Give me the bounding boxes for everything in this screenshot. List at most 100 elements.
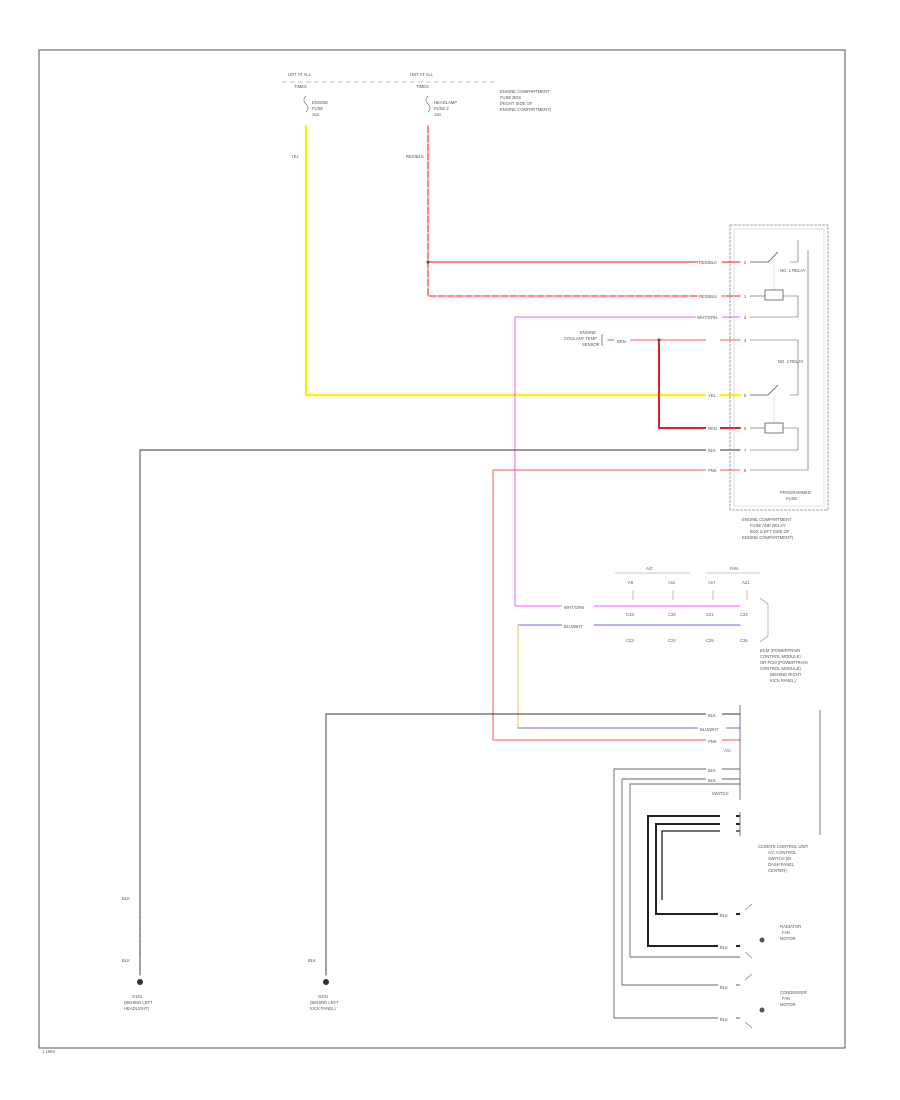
svg-text:FUSE: FUSE — [312, 106, 323, 111]
svg-text:BLK: BLK — [720, 945, 728, 950]
svg-text:C26: C26 — [740, 638, 748, 643]
svg-text:HEADLIGHT): HEADLIGHT) — [124, 1006, 150, 1011]
engine-fuse: ENGINE FUSE 10A — [303, 95, 328, 117]
svg-text:15A: 15A — [434, 112, 442, 117]
svg-text:FUSE 2: FUSE 2 — [434, 106, 449, 111]
svg-text:SENSOR: SENSOR — [582, 342, 600, 347]
wire-red-blk — [427, 125, 741, 297]
svg-text:WHT/GRN: WHT/GRN — [564, 605, 584, 610]
svg-text:HOT AT ALL: HOT AT ALL — [410, 72, 434, 77]
headlamp-fuse: HEADLAMP FUSE 2 15A — [425, 95, 457, 117]
svg-text:C22: C22 — [740, 612, 748, 617]
wire-sensor-drop — [658, 339, 741, 429]
svg-text:NO. 1 RELAY: NO. 1 RELAY — [780, 268, 806, 273]
condenser-fan-motor: BLK BLK CONDENSER FAN MOTOR — [718, 973, 807, 1029]
svg-text:TIMES: TIMES — [294, 84, 307, 89]
svg-text:RADIATOR: RADIATOR — [780, 924, 801, 929]
svg-text:BLK: BLK — [708, 778, 716, 783]
svg-text:C23: C23 — [626, 638, 634, 643]
svg-text:ENGINE COMPARTMENT: ENGINE COMPARTMENT — [500, 89, 550, 94]
svg-text:MOTOR: MOTOR — [780, 936, 796, 941]
svg-text:SWITCH: SWITCH — [712, 791, 729, 796]
svg-text:C21: C21 — [706, 612, 714, 617]
svg-text:A9: A9 — [628, 580, 634, 585]
svg-text:A/C: A/C — [646, 566, 653, 571]
svg-text:ECM (POWERTRAIN: ECM (POWERTRAIN — [760, 648, 800, 653]
svg-text:BLK: BLK — [720, 985, 728, 990]
svg-text:(BEHIND LEFT: (BEHIND LEFT — [124, 1000, 153, 1005]
svg-text:BRN: BRN — [617, 339, 626, 344]
svg-text:ENGINE COMPARTMENT): ENGINE COMPARTMENT) — [742, 535, 794, 540]
svg-text:SWITCH (IN: SWITCH (IN — [768, 856, 791, 861]
svg-text:WHT/GRN: WHT/GRN — [697, 315, 717, 320]
svg-text:ENGINE: ENGINE — [312, 100, 328, 105]
svg-text:6: 6 — [744, 426, 747, 431]
fuse-box: HOT AT ALL TIMES HOT AT ALL TIMES ENGINE… — [282, 72, 552, 117]
svg-text:A17: A17 — [708, 580, 716, 585]
svg-text:10A: 10A — [312, 112, 320, 117]
svg-text:A/C CONTROL: A/C CONTROL — [768, 850, 797, 855]
svg-text:(RIGHT SIDE OF: (RIGHT SIDE OF — [500, 101, 533, 106]
svg-text:G101: G101 — [132, 994, 143, 999]
svg-text:NO. 2 RELAY: NO. 2 RELAY — [778, 359, 804, 364]
svg-text:COOLANT TEMP: COOLANT TEMP — [564, 336, 597, 341]
svg-text:C20: C20 — [668, 612, 676, 617]
svg-text:DASH PANEL: DASH PANEL — [768, 862, 795, 867]
svg-text:RED/BLK: RED/BLK — [406, 154, 424, 159]
svg-text:BLU/WHT: BLU/WHT — [700, 727, 719, 732]
svg-text:C19: C19 — [626, 612, 634, 617]
svg-text:BLU/WHT: BLU/WHT — [564, 624, 583, 629]
radiator-fan-motor: BLK BLK RADIATOR FAN MOTOR — [718, 903, 801, 959]
svg-text:A/C: A/C — [724, 748, 731, 753]
diagram-frame — [38, 49, 846, 1049]
climate-control-unit: BLK BLU/WHT PNK A/C BLK BLK SWITCH — [613, 705, 821, 1019]
svg-text:ENGINE COMPARTMENT): ENGINE COMPARTMENT) — [500, 107, 552, 112]
svg-text:HOT AT ALL: HOT AT ALL — [288, 72, 312, 77]
svg-text:(BEHIND LEFT: (BEHIND LEFT — [310, 1000, 339, 1005]
svg-text:CONTROL MODULE): CONTROL MODULE) — [760, 654, 801, 659]
ground-g201: BLK G201 (BEHIND LEFT KICK PANEL) — [308, 958, 339, 1011]
svg-text:CONTROL MODULE): CONTROL MODULE) — [760, 666, 801, 671]
svg-text:KICK PANEL): KICK PANEL) — [770, 678, 796, 683]
relay-wire-labels: RED/BLK RED/BLK WHT/GRN BRN YEL RED BLK … — [696, 258, 747, 473]
svg-text:3: 3 — [744, 315, 747, 320]
svg-text:C24: C24 — [668, 638, 676, 643]
svg-text:FAN: FAN — [782, 930, 790, 935]
ground-g101: BLK BLK G101 (BEHIND LEFT HEADLIGHT) — [122, 896, 153, 1011]
svg-text:HEADLAMP: HEADLAMP — [434, 100, 457, 105]
svg-text:RED/BLK: RED/BLK — [699, 260, 717, 265]
svg-text:FUSE: FUSE — [786, 496, 797, 501]
svg-text:FUSE AND RELAY: FUSE AND RELAY — [750, 523, 786, 528]
svg-text:BLK: BLK — [708, 713, 716, 718]
coolant-temp-sensor: ENGINE COOLANT TEMP SENSOR BRN — [564, 330, 720, 347]
svg-text:4: 4 — [744, 338, 747, 343]
svg-text:ENGINE: ENGINE — [580, 330, 596, 335]
svg-text:BLK: BLK — [720, 1017, 728, 1022]
svg-text:ENGINE COMPARTMENT: ENGINE COMPARTMENT — [742, 517, 792, 522]
svg-text:BOX (LEFT SIDE OF: BOX (LEFT SIDE OF — [750, 529, 790, 534]
svg-text:2: 2 — [744, 260, 747, 265]
svg-text:RED: RED — [708, 426, 717, 431]
svg-text:YEL: YEL — [291, 154, 300, 159]
svg-text:MOTOR: MOTOR — [780, 1002, 796, 1007]
wire-yellow — [304, 124, 742, 397]
wire-black-g201 — [325, 713, 741, 976]
svg-text:FAN: FAN — [782, 996, 790, 1001]
svg-text:BLK: BLK — [308, 958, 316, 963]
svg-text:BLK: BLK — [708, 768, 716, 773]
svg-text:BLK: BLK — [708, 448, 716, 453]
svg-text:CENTER): CENTER) — [768, 868, 787, 873]
svg-text:RED/BLK: RED/BLK — [699, 294, 717, 299]
svg-text:BLK: BLK — [122, 958, 130, 963]
svg-text:PNK: PNK — [708, 739, 717, 744]
svg-text:FAN: FAN — [730, 566, 738, 571]
relay-box: RED/BLK RED/BLK WHT/GRN BRN YEL RED BLK … — [696, 224, 829, 511]
wire-black-g101 — [139, 449, 741, 976]
svg-text:C25: C25 — [706, 638, 714, 643]
svg-text:TIMES: TIMES — [416, 84, 429, 89]
svg-text:G201: G201 — [318, 994, 329, 999]
svg-text:7: 7 — [744, 448, 747, 453]
ecm-connector: A/C FAN A9 A11 A17 A21 WHT/GRN BLU/WHT C… — [562, 566, 769, 643]
relay-1: NO. 1 RELAY — [750, 240, 806, 318]
